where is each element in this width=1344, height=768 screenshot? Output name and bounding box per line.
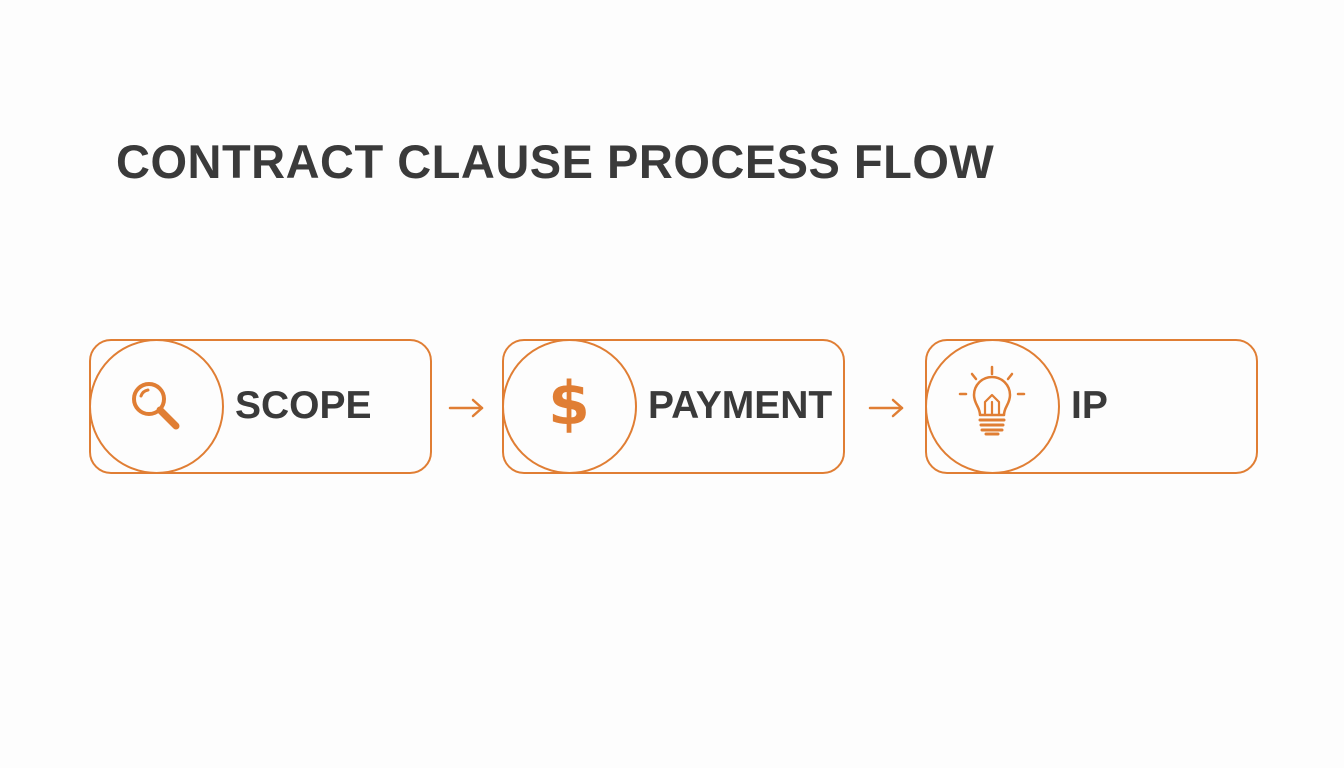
arrow-right-icon bbox=[448, 398, 484, 418]
dollar-sign-icon: $ bbox=[548, 369, 590, 439]
step-ip-label: IP bbox=[1071, 384, 1108, 427]
arrow-right-icon bbox=[868, 398, 904, 418]
step-scope-label: SCOPE bbox=[235, 384, 372, 427]
page-title: CONTRACT CLAUSE PROCESS FLOW bbox=[116, 135, 995, 188]
step-scope: SCOPE bbox=[88, 338, 432, 474]
step-payment-icon-circle: $ bbox=[501, 338, 637, 474]
lightbulb-icon bbox=[958, 365, 1026, 436]
step-scope-icon-circle bbox=[88, 338, 224, 474]
magnifying-glass-icon bbox=[132, 382, 180, 430]
step-ip-icon-circle bbox=[924, 338, 1060, 474]
step-payment: $ PAYMENT bbox=[501, 338, 845, 474]
step-payment-label: PAYMENT bbox=[648, 384, 833, 427]
step-ip: IP bbox=[924, 338, 1258, 474]
